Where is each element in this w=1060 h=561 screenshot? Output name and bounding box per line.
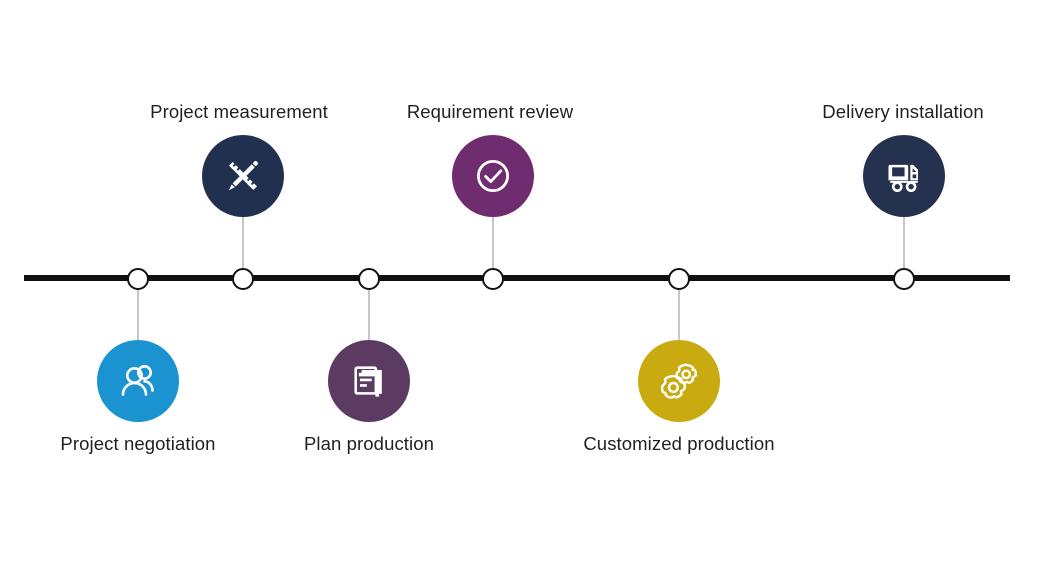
step-icon-project-negotiation[interactable] xyxy=(97,340,179,422)
step-label-plan-production: Plan production xyxy=(303,433,435,454)
truck-icon xyxy=(881,153,927,199)
step-icon-requirement-review[interactable] xyxy=(452,135,534,217)
step-label-customized-production: Customized production xyxy=(583,433,775,454)
step-label-delivery-installation: Delivery installation xyxy=(822,101,984,122)
stem-project-measurement xyxy=(242,216,244,268)
pencil-ruler-icon xyxy=(220,153,266,199)
stem-requirement-review xyxy=(492,216,494,268)
step-icon-delivery-installation[interactable] xyxy=(863,135,945,217)
timeline-axis xyxy=(24,275,1010,281)
timeline-node-2[interactable] xyxy=(232,268,254,290)
users-group-icon xyxy=(114,357,162,405)
stem-project-negotiation xyxy=(137,290,139,342)
timeline-node-5[interactable] xyxy=(668,268,690,290)
stem-delivery-installation xyxy=(903,216,905,268)
step-label-project-measurement: Project measurement xyxy=(150,101,328,122)
documents-icon xyxy=(347,359,391,403)
step-label-project-negotiation: Project negotiation xyxy=(60,433,216,454)
stem-plan-production xyxy=(368,290,370,342)
check-circle-icon xyxy=(469,152,517,200)
step-label-requirement-review: Requirement review xyxy=(406,101,574,122)
timeline-node-6[interactable] xyxy=(893,268,915,290)
timeline-node-3[interactable] xyxy=(358,268,380,290)
timeline-node-4[interactable] xyxy=(482,268,504,290)
stem-customized-production xyxy=(678,290,680,342)
step-icon-plan-production[interactable] xyxy=(328,340,410,422)
step-icon-customized-production[interactable] xyxy=(638,340,720,422)
gears-icon xyxy=(655,357,703,405)
timeline-node-1[interactable] xyxy=(127,268,149,290)
step-icon-project-measurement[interactable] xyxy=(202,135,284,217)
